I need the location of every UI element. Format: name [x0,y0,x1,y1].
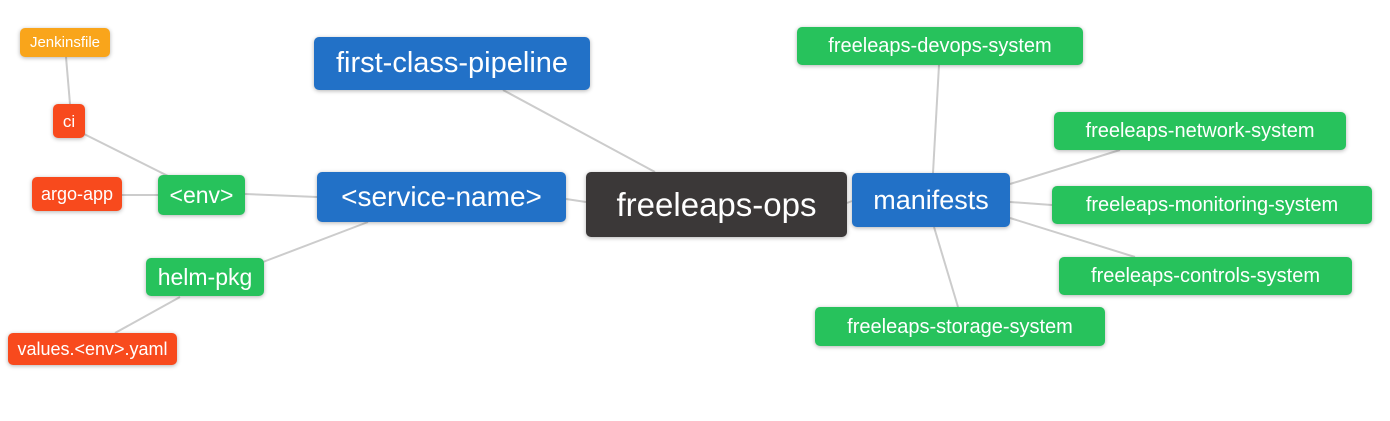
edge-jenkinsfile-to-ci [65,56,71,105]
node-label: <service-name> [341,181,542,212]
node-values-env-yaml[interactable]: values.<env>.yaml [8,333,177,365]
edge-manifests-to-freeleaps-network-system [1009,149,1121,185]
node-freeleaps-devops-system[interactable]: freeleaps-devops-system [797,27,1083,65]
edge-ci-to-env [83,133,169,177]
node-label: freeleaps-storage-system [847,315,1073,338]
edge-values-env-yaml-to-helm-pkg [114,296,181,334]
node-freeleaps-monitoring-system[interactable]: freeleaps-monitoring-system [1052,186,1372,224]
edge-manifests-to-freeleaps-monitoring-system [1009,201,1053,206]
node-helm-pkg[interactable]: helm-pkg [146,258,264,296]
node-manifests[interactable]: manifests [852,173,1010,227]
node-label: manifests [873,184,989,215]
node-freeleaps-network-system[interactable]: freeleaps-network-system [1054,112,1346,150]
edge-helm-pkg-to-service-name [262,221,369,263]
node-label: argo-app [40,184,114,204]
node-env[interactable]: <env> [158,175,245,215]
edge-service-name-to-freeleaps-ops [565,198,587,203]
edge-manifests-to-freeleaps-storage-system [933,226,959,308]
node-label: helm-pkg [157,263,253,290]
node-jenkinsfile[interactable]: Jenkinsfile [20,28,110,57]
edge-first-class-pipeline-to-freeleaps-ops [502,89,656,173]
node-ci[interactable]: ci [53,104,85,138]
node-label: freeleaps-devops-system [828,35,1052,57]
node-label: freeleaps-controls-system [1091,265,1320,287]
node-label: freeleaps-network-system [1085,120,1315,142]
edge-env-to-service-name [244,193,318,198]
node-label: Jenkinsfile [29,34,101,51]
node-freeleaps-ops[interactable]: freeleaps-ops [586,172,847,237]
node-service-name[interactable]: <service-name> [317,172,566,222]
node-freeleaps-storage-system[interactable]: freeleaps-storage-system [815,307,1105,346]
node-label: values.<env>.yaml [17,339,168,359]
node-label: freeleaps-ops [616,186,817,223]
edge-manifests-to-freeleaps-devops-system [932,64,940,174]
node-label: freeleaps-monitoring-system [1085,194,1339,216]
node-label: ci [62,111,76,131]
node-first-class-pipeline[interactable]: first-class-pipeline [314,37,590,90]
node-label: <env> [169,181,234,208]
node-argo-app[interactable]: argo-app [32,177,122,211]
node-freeleaps-controls-system[interactable]: freeleaps-controls-system [1059,257,1352,295]
node-label: first-class-pipeline [335,47,569,79]
